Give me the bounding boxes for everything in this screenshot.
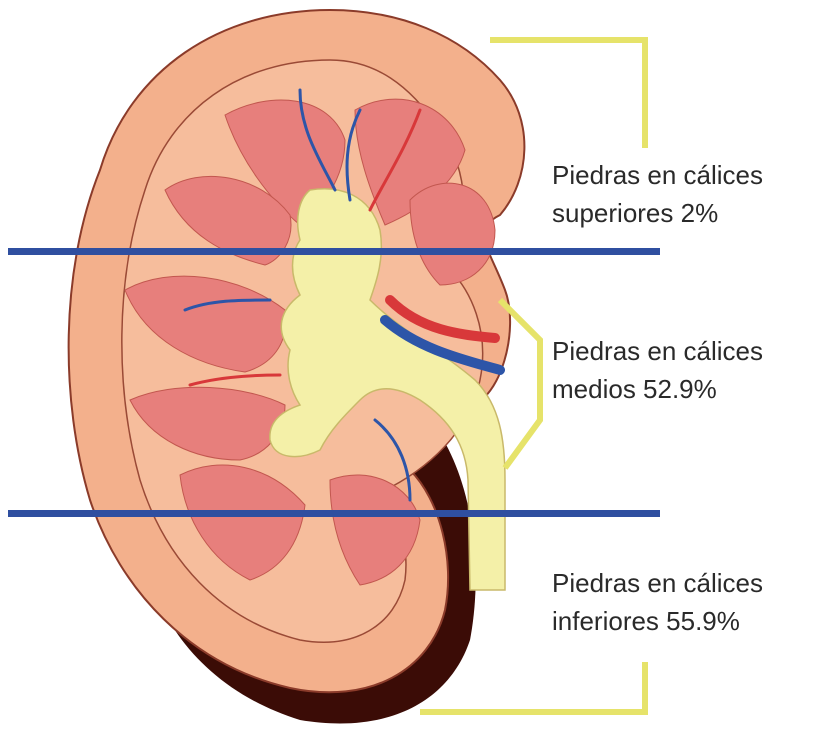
label-upper-calyces: Piedras en cálices superiores 2% <box>552 156 814 232</box>
label-lower-calyces: Piedras en cálices inferiores 55.9% <box>552 564 814 640</box>
divider-line-lower <box>8 510 660 517</box>
label-upper-line2: superiores 2% <box>552 194 814 232</box>
divider-line-upper <box>8 248 660 255</box>
label-upper-line1: Piedras en cálices <box>552 156 814 194</box>
label-middle-line1: Piedras en cálices <box>552 332 814 370</box>
label-middle-calyces: Piedras en cálices medios 52.9% <box>552 332 814 408</box>
label-lower-line1: Piedras en cálices <box>552 564 814 602</box>
label-middle-line2: medios 52.9% <box>552 370 814 408</box>
label-lower-line2: inferiores 55.9% <box>552 602 814 640</box>
